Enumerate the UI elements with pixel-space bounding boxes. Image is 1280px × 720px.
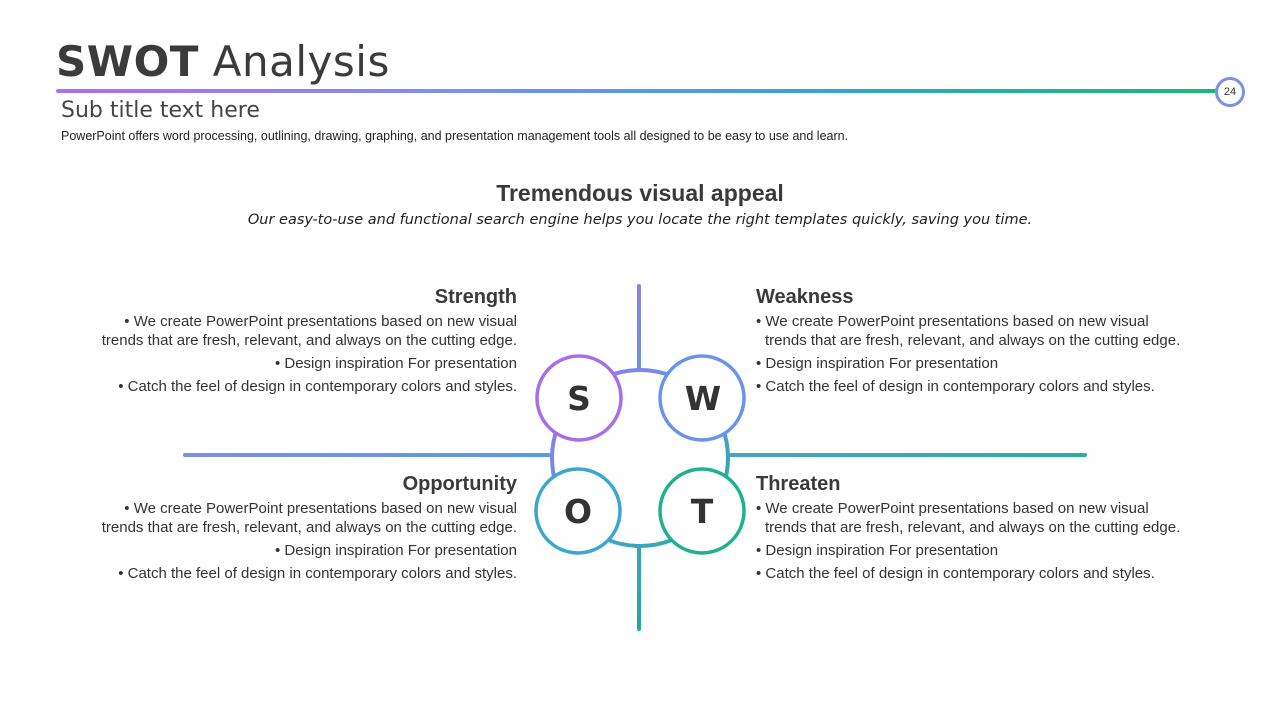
opportunity-block: Opportunity • We create PowerPoint prese… bbox=[87, 471, 517, 587]
swot-circle-o: O bbox=[534, 467, 622, 555]
title-underline bbox=[56, 89, 1218, 93]
weakness-bullets: • We create PowerPoint presentations bas… bbox=[756, 312, 1186, 396]
slide-description: PowerPoint offers word processing, outli… bbox=[61, 129, 849, 143]
page-number-badge: 24 bbox=[1215, 77, 1245, 107]
list-item: • Design inspiration For presentation bbox=[756, 542, 999, 559]
strength-block: Strength • We create PowerPoint presenta… bbox=[87, 284, 517, 400]
opportunity-bullets: • We create PowerPoint presentations bas… bbox=[87, 499, 517, 583]
letter-o: O bbox=[564, 492, 592, 531]
letter-t: T bbox=[691, 492, 714, 531]
strength-bullets: • We create PowerPoint presentations bas… bbox=[87, 312, 517, 396]
threaten-bullets: • We create PowerPoint presentations bas… bbox=[756, 499, 1186, 583]
slide-subtitle: Sub title text here bbox=[61, 98, 260, 123]
swot-circle-w: W bbox=[658, 354, 746, 442]
list-item: • Design inspiration For presentation bbox=[274, 542, 517, 559]
letter-s: S bbox=[567, 379, 591, 418]
slide-title: SWOT Analysis bbox=[56, 38, 390, 86]
list-item: • Catch the feel of design in contempora… bbox=[118, 565, 517, 582]
list-item: • We create PowerPoint presentations bas… bbox=[101, 313, 517, 349]
list-item: • Catch the feel of design in contempora… bbox=[756, 565, 1155, 582]
threaten-block: Threaten • We create PowerPoint presenta… bbox=[756, 471, 1186, 587]
strength-title: Strength bbox=[434, 286, 517, 308]
list-item: • Catch the feel of design in contempora… bbox=[118, 378, 517, 395]
list-item: • Design inspiration For presentation bbox=[274, 355, 517, 372]
threaten-title: Threaten bbox=[756, 473, 841, 495]
opportunity-title: Opportunity bbox=[402, 473, 517, 495]
swot-circle-t: T bbox=[658, 467, 746, 555]
title-rest: Analysis bbox=[212, 37, 390, 86]
swot-circle-s: S bbox=[535, 354, 623, 442]
list-item: • We create PowerPoint presentations bas… bbox=[101, 500, 517, 536]
title-bold: SWOT bbox=[56, 37, 199, 86]
list-item: • Catch the feel of design in contempora… bbox=[756, 378, 1155, 395]
letter-w: W bbox=[685, 379, 721, 418]
section-heading: Tremendous visual appeal bbox=[496, 180, 784, 206]
section-subheading: Our easy-to-use and functional search en… bbox=[247, 212, 1033, 228]
list-item: • We create PowerPoint presentations bas… bbox=[756, 500, 1181, 536]
weakness-title: Weakness bbox=[756, 286, 854, 308]
list-item: • Design inspiration For presentation bbox=[756, 355, 999, 372]
weakness-block: Weakness • We create PowerPoint presenta… bbox=[756, 284, 1186, 400]
list-item: • We create PowerPoint presentations bas… bbox=[756, 313, 1181, 349]
